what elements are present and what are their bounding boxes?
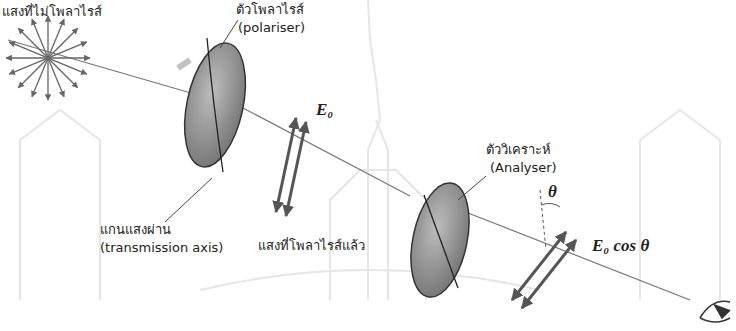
part-name: แกนแสงผ่าน bbox=[100, 222, 171, 238]
angle-symbol: θ bbox=[548, 184, 557, 200]
watermark bbox=[20, 0, 720, 300]
unpolarised-vector bbox=[9, 42, 87, 74]
leader-line bbox=[165, 178, 212, 222]
leader-line bbox=[458, 176, 486, 200]
eye bbox=[700, 301, 730, 322]
e-field-arrows bbox=[276, 118, 306, 216]
part-name: ตัววิเคราะห์ bbox=[486, 142, 551, 158]
field-symbol: E₀ bbox=[316, 102, 333, 118]
part-name: (transmission axis) bbox=[100, 240, 223, 256]
field-label: E₀ cos θ bbox=[592, 238, 649, 254]
light-beam bbox=[468, 213, 690, 300]
reference-line bbox=[540, 190, 546, 250]
part-name: ตัวโพลาไรส์ bbox=[236, 2, 304, 18]
unpolarised-vectors bbox=[6, 16, 90, 100]
light-beam bbox=[243, 108, 410, 196]
leader-line bbox=[220, 20, 238, 48]
part-name: (Analyser) bbox=[490, 160, 557, 176]
polariser-disc bbox=[175, 38, 256, 173]
part-name: (polariser) bbox=[238, 20, 305, 36]
light-label: แสงที่ไม่โพลาไรส์ bbox=[2, 4, 102, 20]
analyser-disc bbox=[402, 178, 479, 303]
angle-arc bbox=[541, 203, 560, 207]
e-field-arrows bbox=[512, 232, 576, 308]
light-label: แสงที่โพลาไรส์แล้ว bbox=[258, 238, 365, 254]
